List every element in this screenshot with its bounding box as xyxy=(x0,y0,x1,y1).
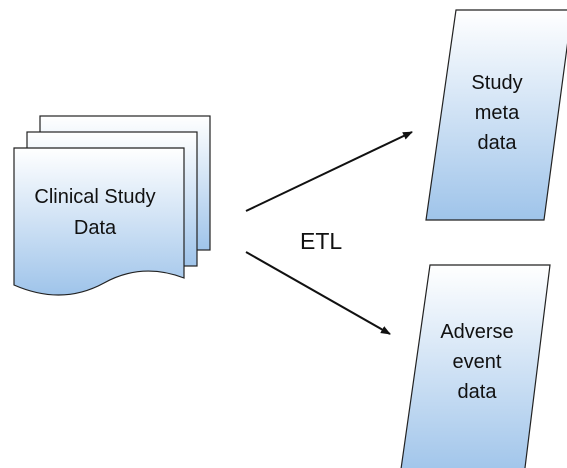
arrow-to-study-meta-data xyxy=(245,131,413,212)
adverse-event-data-label: Adverse event data xyxy=(418,317,536,407)
adverse-event-data-label-line-3: data xyxy=(457,381,497,403)
clinical-study-data-document xyxy=(13,115,211,296)
study-meta-data-shape xyxy=(425,9,567,221)
study-meta-data-label-line-3: data xyxy=(477,132,517,154)
study-meta-data-label-line-2: meta xyxy=(474,102,520,124)
study-meta-data-label: Study meta data xyxy=(438,68,556,158)
arrow-to-adverse-event-data xyxy=(245,251,391,335)
etl-label: ETL xyxy=(300,228,343,254)
study-meta-data-label-line-1: Study xyxy=(471,72,523,94)
adverse-event-data-shape xyxy=(400,264,551,468)
adverse-event-data-label-line-1: Adverse xyxy=(440,321,514,343)
clinical-study-data-label: Clinical Study Data xyxy=(10,182,180,244)
document-front-page xyxy=(13,147,185,296)
clinical-study-data-label-line-1: Clinical Study xyxy=(34,186,156,208)
adverse-event-data-label-line-2: event xyxy=(452,351,502,373)
clinical-study-data-label-line-2: Data xyxy=(73,217,117,239)
